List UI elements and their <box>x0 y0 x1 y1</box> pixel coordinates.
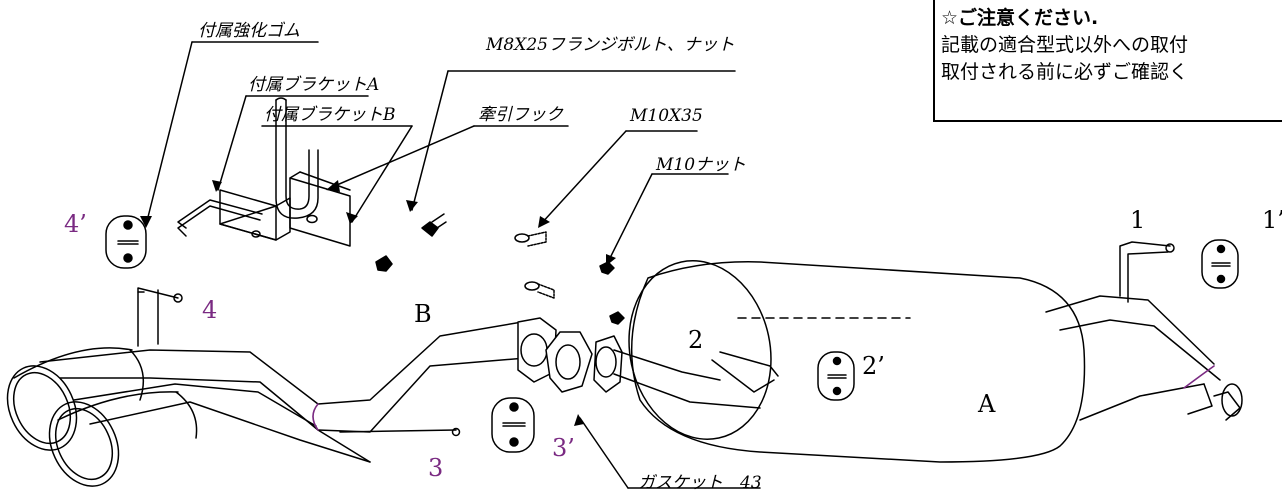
muffler <box>593 241 1243 463</box>
bracket-b-label: 付属ブラケットB <box>264 105 396 125</box>
rubber-label: 付属強化ゴム <box>198 21 300 41</box>
notice-line-2: 取付される前に必ずご確認く <box>941 61 1189 83</box>
part-number-4-prime: 4’ <box>64 210 87 238</box>
tow-hook <box>275 97 319 219</box>
rubber-hangers <box>105 215 1239 453</box>
part-label-a: A <box>978 390 996 418</box>
bracket-a-label: 付属ブラケットA <box>248 75 380 95</box>
part-number-2: 2 <box>688 326 704 354</box>
part-label-b: B <box>414 300 432 328</box>
hardware <box>375 213 625 325</box>
part-number-1: 1 <box>1130 206 1146 234</box>
part-number-3: 3 <box>428 454 444 482</box>
part-number-4: 4 <box>202 296 218 324</box>
tail-pipes <box>6 287 557 487</box>
flange-bolt-label: M8X25フランジボルト、ナット <box>486 35 735 55</box>
tow-hook-label: 牽引フック <box>478 105 563 125</box>
notice-line-1: 記載の適合型式以外への取付 <box>941 34 1189 56</box>
bracket-a <box>177 189 291 241</box>
part-number-2-prime: 2’ <box>862 352 885 380</box>
m10-nut-label: M10ナット <box>656 155 747 175</box>
notice-box: ☆ご注意ください. 記載の適合型式以外への取付 取付される前に必ずご確認く <box>933 0 1282 122</box>
leader-lines <box>145 41 761 489</box>
m10x35-label: M10X35 <box>630 106 703 126</box>
notice-title: ☆ご注意ください. <box>941 7 1099 29</box>
part-number-3-prime: 3’ <box>552 434 575 462</box>
part-number-1-prime: 1’ <box>1262 206 1282 234</box>
gasket <box>545 331 593 393</box>
gasket-label: ガスケット 43 <box>638 473 762 493</box>
